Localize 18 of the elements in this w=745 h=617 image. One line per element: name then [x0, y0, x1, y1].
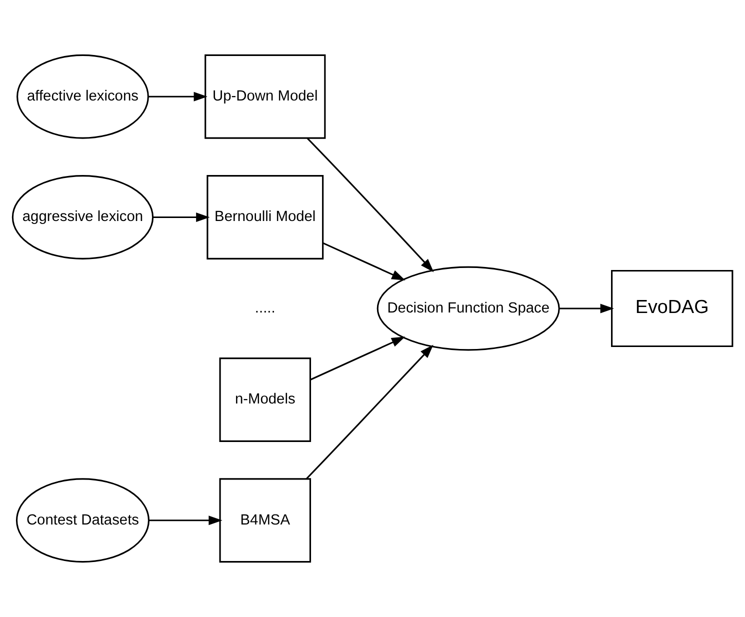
- node-box: Bernoulli Model: [206, 175, 324, 260]
- node-ellipse: affective lexicons: [16, 54, 149, 139]
- arrow: [560, 304, 614, 314]
- node-box: EvoDAG: [611, 270, 734, 348]
- node-box: B4MSA: [219, 478, 312, 563]
- node-ellipse: Contest Datasets: [16, 478, 150, 563]
- arrow: [310, 336, 406, 380]
- arrow: [306, 344, 434, 480]
- label: .....: [254, 300, 276, 316]
- arrow: [152, 212, 210, 222]
- arrow: [322, 242, 406, 280]
- arrow: [306, 138, 434, 272]
- arrow: [148, 516, 222, 526]
- node-box: n-Models: [219, 358, 312, 442]
- node-ellipse: Decision Function Space: [376, 266, 560, 351]
- node-ellipse: aggressive lexicon: [12, 175, 154, 260]
- arrow: [148, 92, 208, 102]
- node-box: Up-Down Model: [204, 54, 326, 139]
